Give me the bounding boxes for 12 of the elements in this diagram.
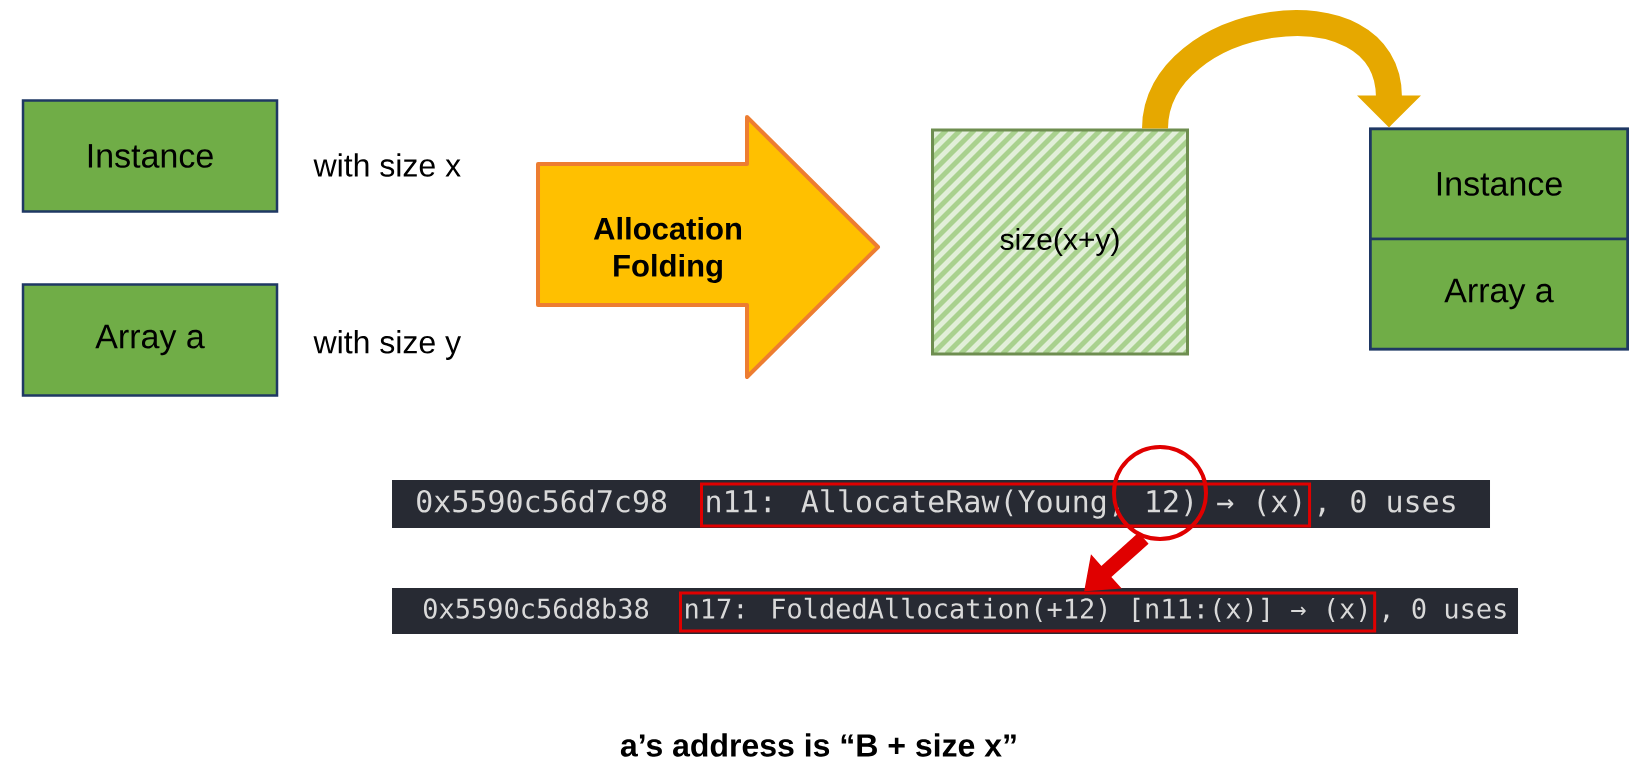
hatched-box: size(x+y) <box>931 128 1189 356</box>
highlight-box: n17: FoldedAllocation(+12) [n11:(x)] → (x) <box>679 591 1377 633</box>
size-label: with size x <box>313 153 461 177</box>
block-box: Instance <box>1369 127 1629 241</box>
address-text: 0x5590c56d7c98 <box>417 489 667 513</box>
block-box: Array a <box>21 283 279 397</box>
block-box: Instance <box>21 99 279 213</box>
size-label: with size y <box>313 330 462 360</box>
block-box: Array a <box>1369 237 1629 351</box>
address-text: 0x5590c56d8b38 <box>423 597 649 619</box>
caption: a’s address is “B + size x” <box>620 733 1016 757</box>
uses-text: , 0 uses <box>1319 489 1455 517</box>
